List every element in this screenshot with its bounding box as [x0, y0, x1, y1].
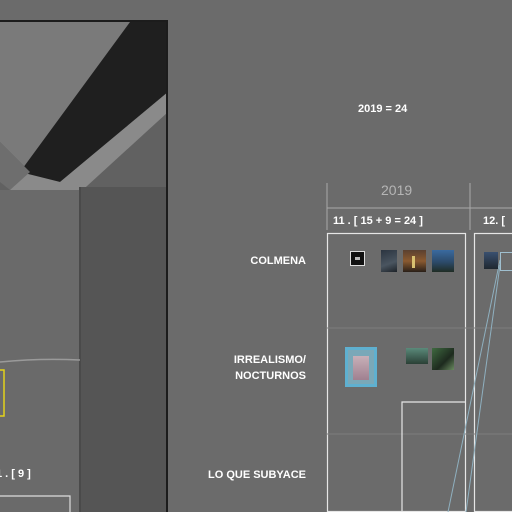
row-label-irrealismo-line1: IRREALISMO/	[233, 354, 306, 366]
artwork-thumbnail[interactable]	[432, 348, 454, 370]
exhibition-photo	[0, 22, 166, 512]
artwork-thumbnail[interactable]	[345, 347, 377, 387]
row-label-lo-que-subyace: LO QUE SUBYACE	[207, 469, 306, 481]
artwork-thumbnail[interactable]	[381, 250, 397, 272]
exhibition-photo-panel: 1 . [ 9 ]	[0, 20, 168, 512]
artwork-thumbnail[interactable]	[484, 252, 498, 269]
year-label: 2019	[381, 182, 413, 198]
artwork-thumbnail[interactable]	[403, 250, 426, 272]
artwork-thumbnail[interactable]	[432, 250, 454, 272]
row-label-irrealismo: IRREALISMO/ NOCTURNOS	[196, 352, 306, 384]
row-label-irrealismo-line2: NOCTURNOS	[235, 370, 306, 382]
summary-total: 2019 = 24	[358, 103, 408, 115]
column-header-12: 12. [	[483, 215, 506, 227]
photo-caption: 1 . [ 9 ]	[0, 468, 31, 480]
row-label-colmena: COLMENA	[250, 255, 306, 267]
artwork-thumbnail[interactable]	[406, 348, 428, 364]
artwork-thumbnail[interactable]	[350, 251, 365, 266]
column-header-11: 11 . [ 15 + 9 = 24 ]	[333, 215, 423, 227]
